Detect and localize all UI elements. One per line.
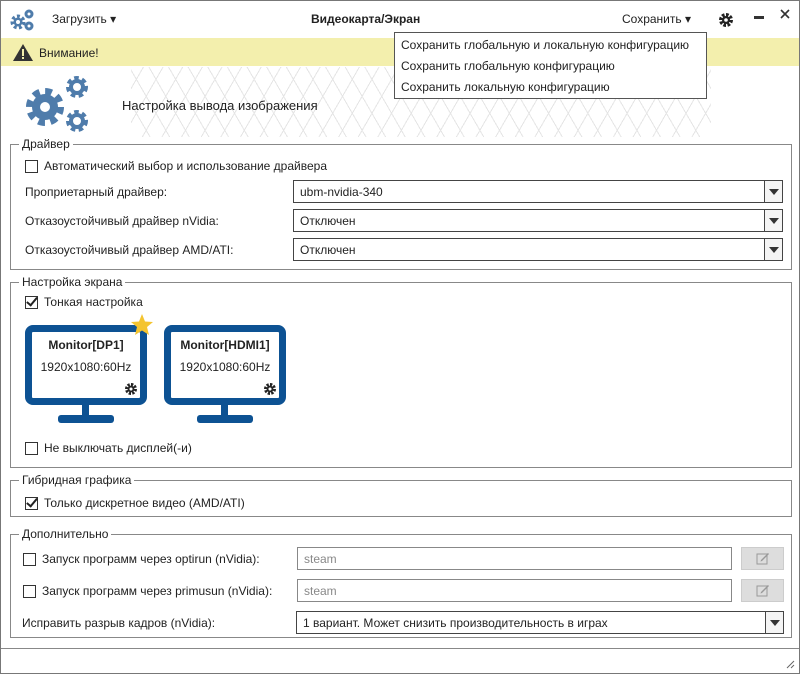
primusun-edit-button[interactable] xyxy=(741,579,784,602)
chevron-down-icon[interactable] xyxy=(764,239,782,260)
monitor-base xyxy=(197,415,253,423)
status-divider xyxy=(1,648,799,649)
menu-item-save-local[interactable]: Сохранить локальную конфигурацию xyxy=(401,80,610,94)
discrete-video-label: Только дискретное видео (AMD/ATI) xyxy=(44,496,245,510)
monitor-mode: 1920x1080:60Hz xyxy=(40,360,132,374)
checkbox[interactable] xyxy=(25,296,38,310)
menu-item-save-global[interactable]: Сохранить глобальную конфигурацию xyxy=(401,59,615,73)
monitor-settings-gear-icon[interactable] xyxy=(125,383,137,395)
optirun-edit-button[interactable] xyxy=(741,547,784,570)
save-label: Сохранить xyxy=(622,12,682,26)
minimize-icon[interactable] xyxy=(754,16,764,19)
menu-item-save-both[interactable]: Сохранить глобальную и локальную конфигу… xyxy=(401,38,690,52)
driver-group-title: Драйвер xyxy=(22,137,70,151)
fine-tune-label: Тонкая настройка xyxy=(44,295,143,309)
close-icon[interactable] xyxy=(780,9,790,19)
hybrid-group: Гибридная графика xyxy=(10,473,792,517)
checkbox[interactable] xyxy=(25,160,38,174)
extra-group: Дополнительно xyxy=(10,527,792,638)
optirun-input[interactable]: steam xyxy=(297,547,732,570)
select-value: Отключен xyxy=(300,243,356,257)
hybrid-group-title: Гибридная графика xyxy=(22,473,132,487)
header-gears-icon xyxy=(26,76,88,132)
amd-failsafe-label: Отказоустойчивый драйвер AMD/ATI: xyxy=(25,243,234,257)
save-menu-button[interactable]: Сохранить ▾ xyxy=(622,12,691,26)
title-bar: Загрузить ▾ Видеокарта/Экран Сохранить ▾ xyxy=(1,1,799,37)
checkbox[interactable] xyxy=(23,553,36,567)
auto-driver-checkbox[interactable]: Автоматический выбор и использование дра… xyxy=(25,159,327,174)
monitor-name: Monitor[HDMI1] xyxy=(180,338,270,352)
primusun-checkbox[interactable]: Запуск программ через primusun (nVidia): xyxy=(23,584,273,599)
app-gears-icon xyxy=(10,9,34,31)
select-value: ubm-nvidia-340 xyxy=(300,185,383,199)
optirun-label: Запуск программ через optirun (nVidia): xyxy=(42,552,260,566)
resize-grip-icon[interactable] xyxy=(785,659,795,669)
warning-text: Внимание! xyxy=(39,46,99,60)
monitor-hdmi1[interactable]: Monitor[HDMI1] 1920x1080:60Hz xyxy=(164,325,286,405)
monitor-base xyxy=(58,415,114,423)
edit-icon xyxy=(756,585,769,597)
nvidia-failsafe-label: Отказоустойчивый драйвер nVidia: xyxy=(25,214,219,228)
page-title: Настройка вывода изображения xyxy=(122,98,318,113)
tearing-select[interactable]: 1 вариант. Может снизить производительно… xyxy=(296,611,784,634)
monitor-stand xyxy=(221,405,228,417)
discrete-video-checkbox[interactable]: Только дискретное видео (AMD/ATI) xyxy=(25,496,245,511)
monitor-settings-gear-icon[interactable] xyxy=(264,383,276,395)
settings-gear-icon[interactable] xyxy=(719,13,733,27)
window-title: Видеокарта/Экран xyxy=(311,12,421,26)
select-value: Отключен xyxy=(300,214,356,228)
load-label: Загрузить xyxy=(52,12,107,26)
checkbox[interactable] xyxy=(23,585,36,599)
proprietary-driver-select[interactable]: ubm-nvidia-340 xyxy=(293,180,783,203)
monitor-mode: 1920x1080:60Hz xyxy=(179,360,271,374)
auto-driver-label: Автоматический выбор и использование дра… xyxy=(44,159,327,173)
keep-display-on-checkbox[interactable]: Не выключать дисплей(-и) xyxy=(25,441,192,456)
checkbox[interactable] xyxy=(25,442,38,456)
chevron-down-icon[interactable] xyxy=(765,612,783,633)
chevron-down-icon[interactable] xyxy=(764,181,782,202)
optirun-checkbox[interactable]: Запуск программ через optirun (nVidia): xyxy=(23,552,260,567)
keep-display-on-label: Не выключать дисплей(-и) xyxy=(44,441,192,455)
checkbox[interactable] xyxy=(25,497,38,511)
monitor-name: Monitor[DP1] xyxy=(48,338,124,352)
screen-group: Настройка экрана xyxy=(10,275,792,468)
extra-group-title: Дополнительно xyxy=(22,527,109,541)
warning-icon xyxy=(13,44,33,61)
select-value: 1 вариант. Может снизить производительно… xyxy=(303,616,608,630)
load-menu-button[interactable]: Загрузить ▾ xyxy=(52,12,117,26)
monitor-stand xyxy=(82,405,89,417)
nvidia-failsafe-select[interactable]: Отключен xyxy=(293,209,783,232)
monitor-dp1[interactable]: Monitor[DP1] 1920x1080:60Hz xyxy=(25,325,147,405)
primusun-label: Запуск программ через primusun (nVidia): xyxy=(42,584,273,598)
amd-failsafe-select[interactable]: Отключен xyxy=(293,238,783,261)
fine-tune-checkbox[interactable]: Тонкая настройка xyxy=(25,295,143,310)
chevron-down-icon[interactable] xyxy=(764,210,782,231)
tearing-label: Исправить разрыв кадров (nVidia): xyxy=(22,616,216,630)
screen-group-title: Настройка экрана xyxy=(22,275,123,289)
primary-star-icon xyxy=(131,314,153,335)
primusun-input[interactable]: steam xyxy=(297,579,732,602)
proprietary-driver-label: Проприетарный драйвер: xyxy=(25,185,168,199)
save-dropdown-menu: Сохранить глобальную и локальную конфигу… xyxy=(394,32,707,99)
driver-group: Драйвер xyxy=(10,137,792,270)
edit-icon xyxy=(756,553,769,565)
